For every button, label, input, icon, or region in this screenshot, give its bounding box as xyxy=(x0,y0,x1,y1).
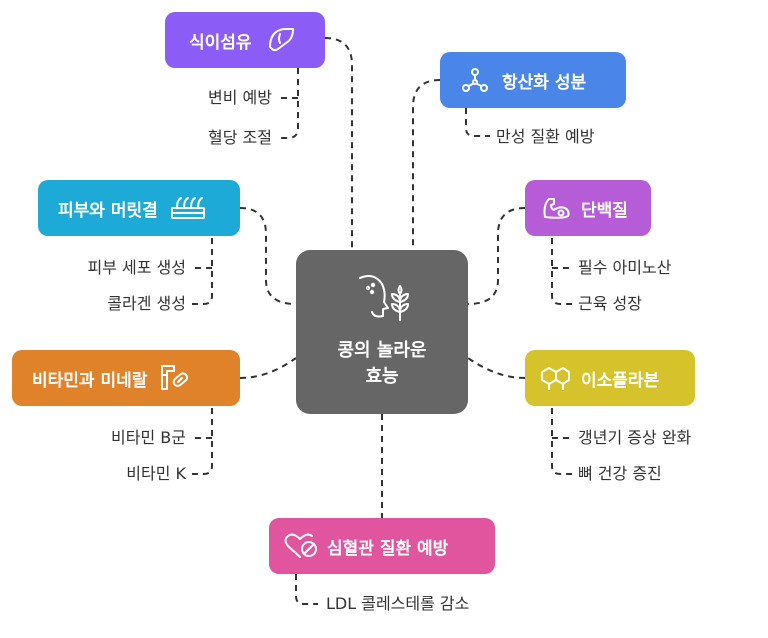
center-node: 콩의 놀라운 효능 xyxy=(296,250,468,414)
connector-vitamin xyxy=(239,357,297,379)
connector-fiber-leaves xyxy=(278,68,299,139)
center-title-line1: 콩의 놀라운 xyxy=(337,340,427,361)
leaf-protein-1: 필수 아미노산 xyxy=(578,258,672,277)
branch-protein: 단백질 xyxy=(525,180,651,236)
leaf-isoflavone-2: 뼈 건강 증진 xyxy=(578,464,662,483)
heart-pill-icon xyxy=(284,533,317,558)
leaf-skin-1: 피부 세포 생성 xyxy=(87,258,187,277)
leaf-vitamin-2: 비타민 K xyxy=(126,464,186,483)
connector-vitamin-leaves xyxy=(192,408,213,475)
leaf-antioxidant-1: 만성 질환 예방 xyxy=(496,127,595,146)
connector-skin-leaves xyxy=(192,238,213,305)
leaf-heart-1: LDL 콜레스테롤 감소 xyxy=(326,594,470,613)
branch-vitamin: 비타민과 미네랄 xyxy=(12,350,240,406)
connector-protein xyxy=(467,207,526,305)
leaf-isoflavone-1: 갱년기 증상 완화 xyxy=(578,428,692,447)
branch-heart: 심혈관 질환 예방 xyxy=(269,518,495,574)
branch-fiber: 식이섬유 xyxy=(165,12,325,68)
branch-vitamin-label: 비타민과 미네랄 xyxy=(32,370,148,391)
liver-icon xyxy=(268,28,294,52)
connector-heart-leaf xyxy=(295,574,318,605)
connector-antioxidant xyxy=(412,79,441,250)
connector-antioxidant-leaf xyxy=(465,108,490,137)
branch-isoflavone-label: 이소플라본 xyxy=(581,370,660,391)
branch-skin: 피부와 머릿결 xyxy=(38,180,240,236)
center-title-line2: 효능 xyxy=(365,366,399,387)
connector-isoflavone xyxy=(467,357,526,379)
leaf-fiber-1: 변비 예방 xyxy=(208,88,272,107)
connector-isoflavone-leaves xyxy=(551,408,572,475)
muscle-arm-icon xyxy=(543,198,570,219)
connector-fiber xyxy=(324,37,353,250)
pill-icon xyxy=(161,365,189,390)
branch-protein-label: 단백질 xyxy=(581,200,628,221)
head-plant-icon xyxy=(359,275,409,321)
leaf-vitamin-1: 비타민 B군 xyxy=(111,428,186,447)
molecule-icon xyxy=(462,68,488,92)
leaf-protein-2: 근육 성장 xyxy=(578,294,642,313)
leaf-fiber-2: 혈당 조절 xyxy=(208,128,272,147)
leaf-skin-2: 콜라겐 생성 xyxy=(107,294,186,313)
branch-skin-label: 피부와 머릿결 xyxy=(58,200,158,221)
hair-skin-icon xyxy=(170,197,205,219)
connector-skin xyxy=(239,207,297,305)
connector-protein-leaves xyxy=(551,238,572,305)
branch-antioxidant-label: 항산화 성분 xyxy=(502,72,587,93)
branch-fiber-label: 식이섬유 xyxy=(189,32,252,53)
branch-antioxidant: 항산화 성분 xyxy=(440,52,626,108)
branch-heart-label: 심혈관 질환 예방 xyxy=(327,538,449,559)
hexagon-compound-icon xyxy=(541,367,570,390)
branch-isoflavone: 이소플라본 xyxy=(525,350,695,406)
